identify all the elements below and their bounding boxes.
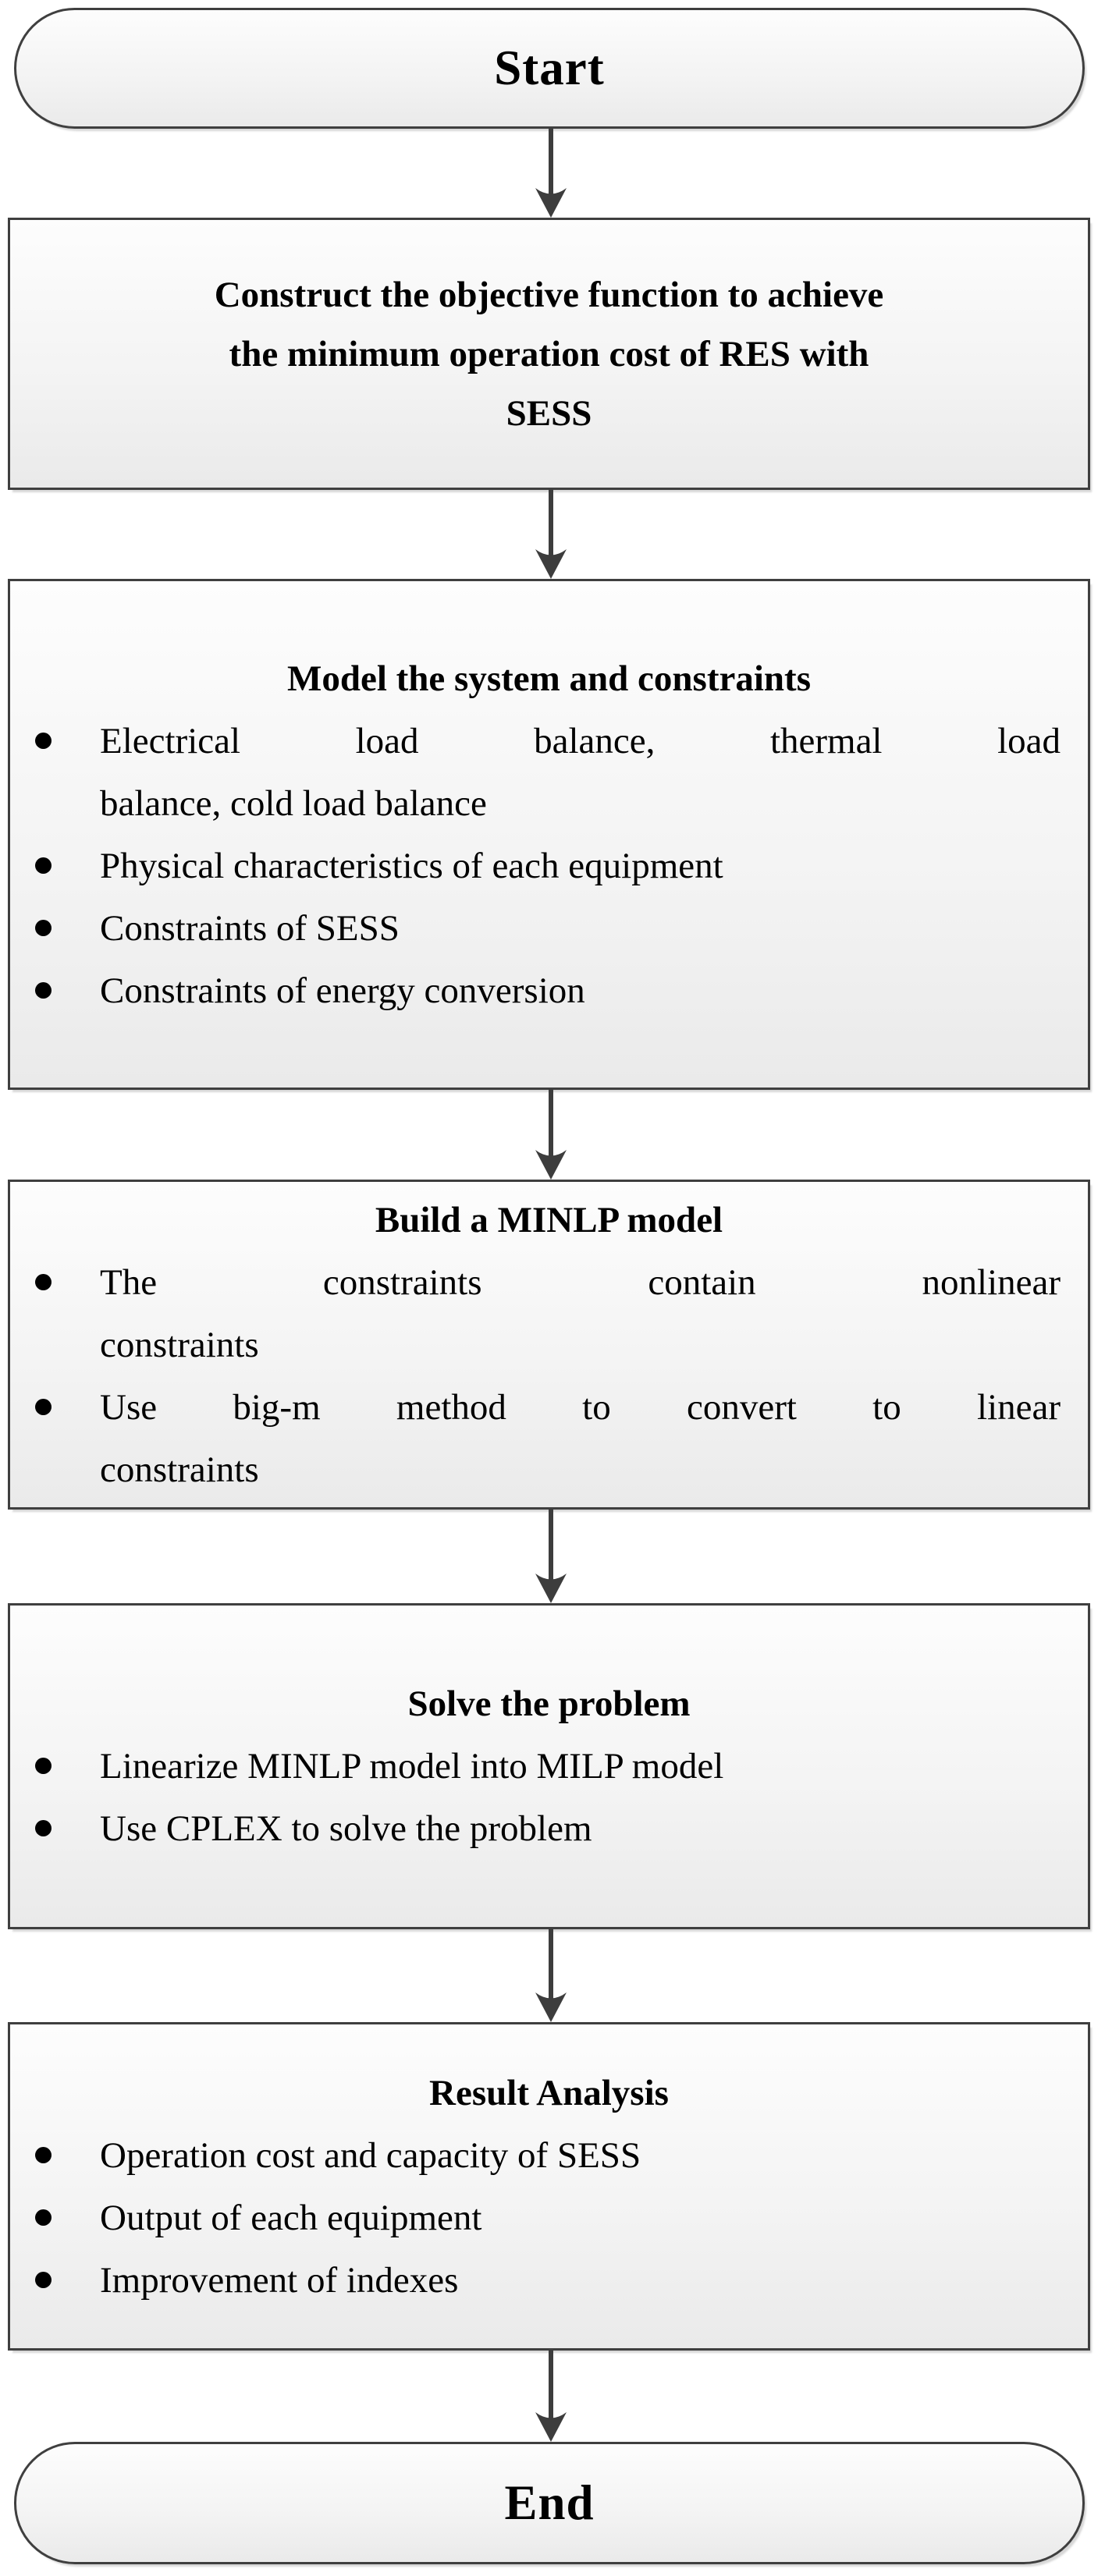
- process-box-solve: Solve the problem Linearize MINLP model …: [8, 1603, 1090, 1929]
- bullet-item: Constraints of energy conversion: [26, 960, 1072, 1022]
- arrow-stem: [549, 2350, 553, 2418]
- end-label: End: [504, 2475, 595, 2530]
- process-box-result: Result Analysis Operation cost and capac…: [8, 2022, 1090, 2351]
- bullet-item: Linearize MINLP model into MILP model: [26, 1735, 1072, 1797]
- flow-arrow: [535, 129, 567, 218]
- flow-arrow: [535, 2350, 567, 2442]
- process-box-objective: Construct the objective function to achi…: [8, 218, 1090, 490]
- bullet-list: Operation cost and capacity of SESS Outp…: [26, 2124, 1072, 2312]
- objective-text: Construct the objective function to achi…: [214, 274, 884, 434]
- process-box-minlp: Build a MINLP model The constraints cont…: [8, 1180, 1090, 1510]
- bullet-item: Improvement of indexes: [26, 2249, 1072, 2312]
- box-title: Solve the problem: [407, 1684, 691, 1724]
- bullet-item: Use CPLEX to solve the problem: [26, 1797, 1072, 1860]
- flow-arrow: [535, 490, 567, 579]
- arrow-stem: [549, 490, 553, 555]
- arrowhead-down-icon: [535, 1150, 567, 1180]
- bullet-item: Constraints of SESS: [26, 897, 1072, 960]
- arrowhead-down-icon: [535, 188, 567, 218]
- flow-arrow: [535, 1509, 567, 1603]
- process-box-model-system: Model the system and constraints Electri…: [8, 579, 1090, 1090]
- box-title: Result Analysis: [429, 2072, 669, 2113]
- arrowhead-down-icon: [535, 549, 567, 579]
- arrow-stem: [549, 1509, 553, 1580]
- arrow-stem: [549, 129, 553, 194]
- arrowhead-down-icon: [535, 1574, 567, 1603]
- box-title: Build a MINLP model: [375, 1199, 723, 1240]
- start-label: Start: [494, 41, 605, 95]
- arrow-stem: [549, 1089, 553, 1156]
- arrowhead-down-icon: [535, 2412, 567, 2442]
- arrow-stem: [549, 1928, 553, 1999]
- box-title: Model the system and constraints: [286, 658, 812, 699]
- bullet-item: Operation cost and capacity of SESS: [26, 2124, 1072, 2187]
- bullet-item: Output of each equipment: [26, 2187, 1072, 2249]
- start-node: Start: [14, 8, 1085, 129]
- flow-arrow: [535, 1928, 567, 2022]
- arrowhead-down-icon: [535, 1992, 567, 2022]
- flow-arrow: [535, 1089, 567, 1180]
- bullet-item: Physical characteristics of each equipme…: [26, 835, 1072, 897]
- end-node: End: [14, 2442, 1085, 2564]
- bullet-list: Linearize MINLP model into MILP model Us…: [26, 1735, 1072, 1860]
